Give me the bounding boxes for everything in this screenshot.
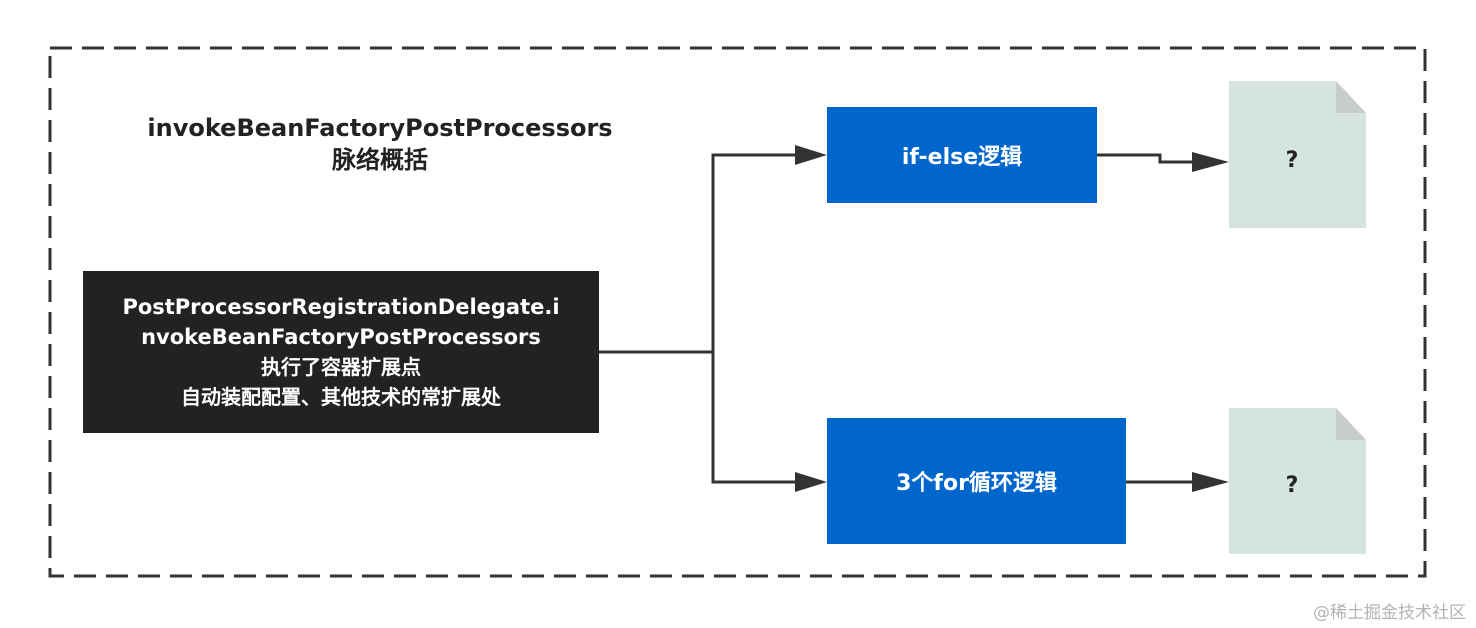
- doc-shape-bottom: [1229, 408, 1366, 554]
- diagram-title: invokeBeanFactoryPostProcessors 脉络概括: [100, 112, 660, 176]
- arrowhead-to-doc-top: [1192, 152, 1229, 172]
- for-loop-label: 3个for循环逻辑: [896, 471, 1057, 496]
- main-box-line-3: 执行了容器扩展点: [261, 355, 421, 379]
- watermark: @稀土掘金技术社区: [1313, 603, 1466, 623]
- arrowhead-to-for-loop: [795, 472, 827, 492]
- main-box-line-1: PostProcessorRegistrationDelegate.i: [122, 295, 560, 319]
- arrowhead-to-doc-bottom: [1192, 472, 1229, 492]
- doc-shape-top: [1229, 81, 1366, 228]
- if-else-label: if-else逻辑: [901, 145, 1023, 170]
- main-box-text: PostProcessorRegistrationDelegate.i nvok…: [83, 271, 599, 433]
- main-box-bg: [83, 271, 599, 433]
- connector-if-else-to-doc: [1097, 153, 1198, 164]
- for-loop-box: [827, 418, 1126, 544]
- doc-bottom-label: ?: [1285, 472, 1299, 498]
- title-line-1: invokeBeanFactoryPostProcessors: [147, 114, 613, 142]
- main-box-line-2: nvokeBeanFactoryPostProcessors: [141, 325, 541, 349]
- arrowhead-to-if-else: [795, 145, 827, 165]
- title-line-2: 脉络概括: [332, 146, 428, 174]
- connector-fork-to-top: [711, 153, 800, 352]
- doc-top-label: ?: [1285, 147, 1299, 173]
- dashed-frame: [48, 46, 1427, 578]
- doc-fold-top: [1336, 81, 1366, 113]
- connector-fork-to-bottom: [711, 352, 800, 484]
- main-box-line-4: 自动装配配置、其他技术的常扩展处: [181, 385, 501, 409]
- doc-fold-bottom: [1336, 408, 1366, 440]
- if-else-box: [827, 107, 1097, 203]
